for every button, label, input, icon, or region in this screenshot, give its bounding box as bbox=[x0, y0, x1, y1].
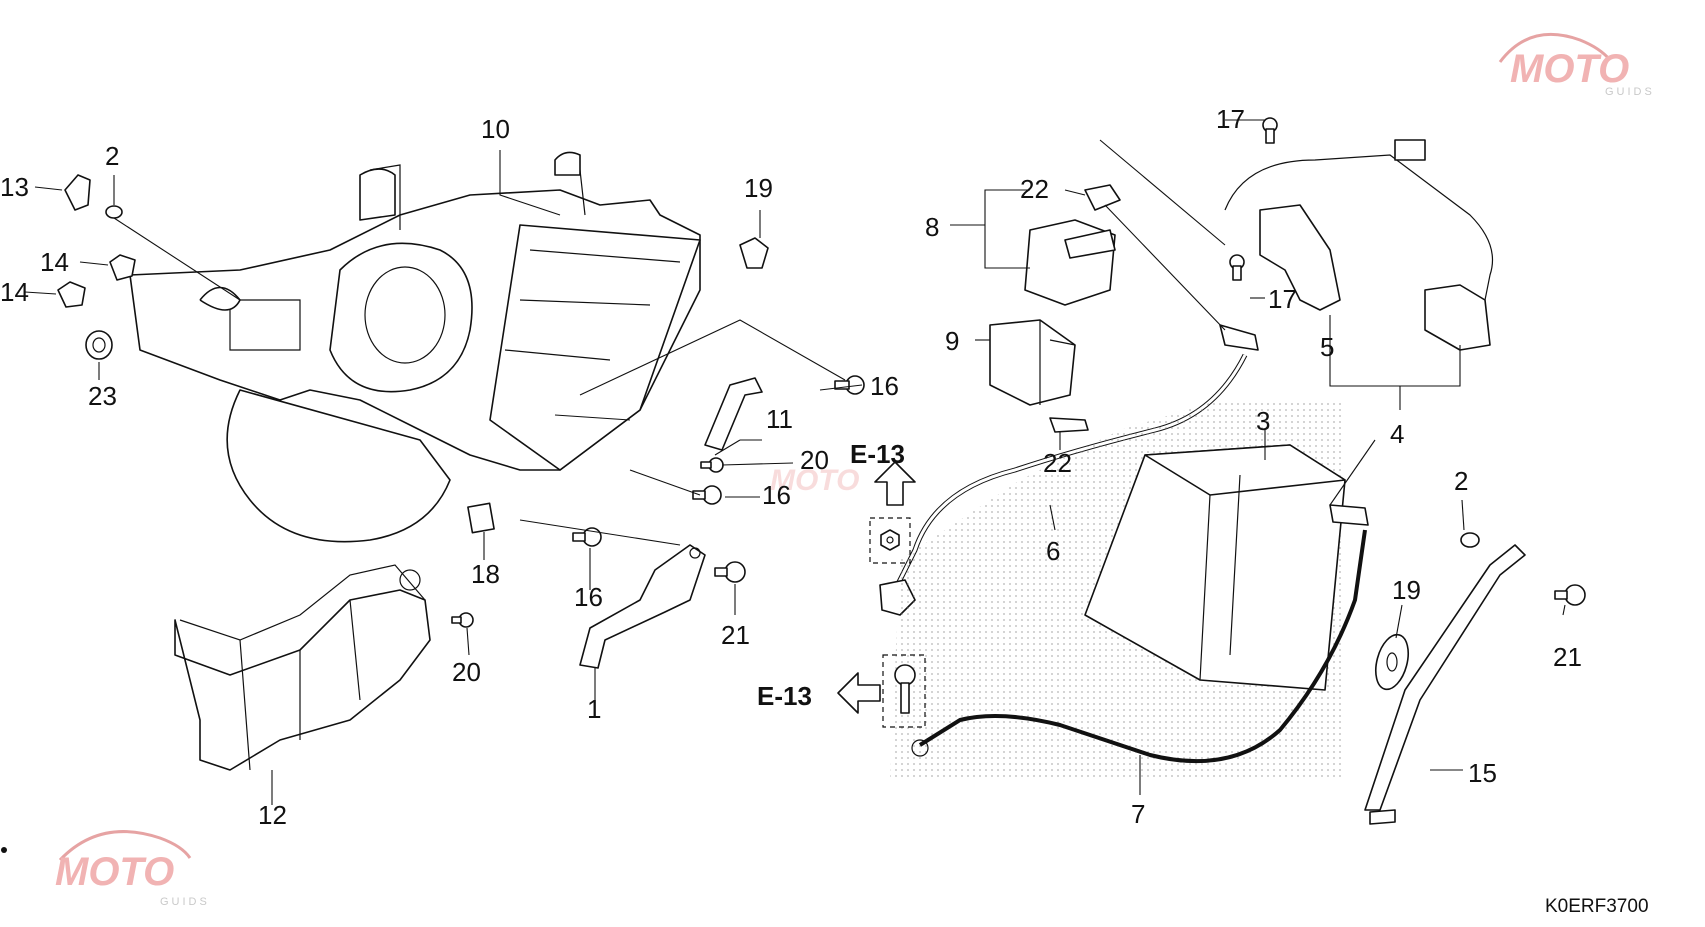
callout-9: 9 bbox=[945, 326, 959, 356]
bolt-icon bbox=[700, 457, 724, 473]
part-14-nut-lower bbox=[57, 281, 86, 308]
callout-17: 17 bbox=[1268, 284, 1297, 314]
marker-dot bbox=[1, 847, 7, 853]
callout-14: 14 bbox=[40, 247, 69, 277]
svg-text:GUIDS: GUIDS bbox=[160, 896, 210, 908]
callout-21: 21 bbox=[1553, 642, 1582, 672]
callout-18: 18 bbox=[471, 559, 500, 589]
bolt-icon bbox=[1229, 254, 1245, 281]
callout-6: 6 bbox=[1046, 536, 1060, 566]
part-22-connector-upper bbox=[1084, 184, 1121, 211]
svg-text:GUIDS: GUIDS bbox=[1605, 86, 1655, 98]
part-12-strap bbox=[1364, 544, 1526, 811]
callout-2: 2 bbox=[1454, 466, 1468, 496]
part-13-cover bbox=[174, 564, 431, 771]
arrow-up-icon bbox=[869, 461, 916, 564]
callout-23: 23 bbox=[88, 381, 117, 411]
callout-20: 20 bbox=[800, 445, 829, 475]
watermark-logo-bottom: MOTO GUIDS bbox=[55, 830, 210, 908]
nut-icon bbox=[880, 529, 900, 551]
diagram-code: K0ERF3700 bbox=[1545, 896, 1649, 917]
bolt-icon bbox=[894, 664, 916, 714]
part-10-box bbox=[129, 151, 701, 543]
callout-11: 11 bbox=[766, 404, 793, 434]
callout-17: 17 bbox=[1216, 104, 1245, 134]
bolt-icon bbox=[451, 612, 474, 628]
callout-16: 16 bbox=[574, 582, 603, 612]
part-15-washer bbox=[1374, 633, 1410, 691]
svg-text:MOTO: MOTO bbox=[1510, 47, 1629, 91]
callout-1: 1 bbox=[587, 694, 601, 724]
callout-2: 2 bbox=[105, 141, 119, 171]
arrow-left-icon bbox=[837, 654, 926, 728]
callout-22: 22 bbox=[1020, 174, 1049, 204]
callout-15: 19 bbox=[1392, 575, 1421, 605]
reference-label-up: E-13 bbox=[850, 439, 905, 469]
callout-labels: 13 2 14 14 23 10 19 16 11 20 16 16 21 1 … bbox=[0, 104, 1582, 830]
bolt-icon bbox=[1554, 584, 1586, 606]
callout-20: 20 bbox=[452, 657, 481, 687]
callout-3: 3 bbox=[1256, 406, 1270, 436]
part-5-bracket bbox=[1259, 204, 1341, 311]
part-2-grommet-left bbox=[105, 205, 123, 219]
callout-13: 12 bbox=[258, 800, 287, 830]
svg-text:MOTO: MOTO bbox=[770, 464, 859, 497]
reference-label-left: E-13 bbox=[757, 681, 812, 711]
part-9-holder bbox=[989, 319, 1076, 406]
part-8-relay bbox=[1024, 184, 1121, 306]
part-7-cable bbox=[918, 529, 1367, 764]
callout-21: 21 bbox=[721, 620, 750, 650]
part-3-battery bbox=[1084, 444, 1369, 691]
callout-7: 7 bbox=[1131, 799, 1145, 829]
leader-lines bbox=[24, 119, 1566, 805]
part-4-wire bbox=[1224, 154, 1494, 301]
watermark-logo-center: MOTO bbox=[770, 464, 859, 497]
callout-22: 22 bbox=[1043, 448, 1072, 478]
bolt-icon bbox=[692, 485, 722, 505]
part-2-grommet-right bbox=[1460, 532, 1480, 548]
callout-19: 19 bbox=[744, 173, 773, 203]
part-11-clip bbox=[704, 377, 763, 451]
watermark-logo-top: MOTO GUIDS bbox=[1498, 32, 1655, 98]
callout-10: 10 bbox=[481, 114, 510, 144]
bolt-icon bbox=[714, 561, 746, 583]
svg-text:MOTO: MOTO bbox=[55, 850, 174, 894]
part-23-grommet bbox=[85, 330, 113, 360]
part-18-pad bbox=[467, 502, 495, 534]
part-4-cover bbox=[1424, 284, 1491, 351]
bolt-icon bbox=[1262, 117, 1278, 144]
callout-8: 8 bbox=[925, 212, 939, 242]
bolt-icon bbox=[834, 375, 865, 395]
callout-16: 16 bbox=[870, 371, 899, 401]
callout-5: 5 bbox=[1320, 332, 1334, 362]
part-14-nut-upper bbox=[109, 254, 136, 281]
part-22-connector-lower bbox=[1049, 417, 1089, 433]
callout-19: 13 bbox=[0, 172, 29, 202]
part-19-clip-right bbox=[739, 237, 769, 269]
callout-14: 14 bbox=[0, 277, 29, 307]
part-19-clip-left bbox=[64, 174, 91, 211]
part-1-bracket bbox=[579, 544, 706, 669]
callout-12: 15 bbox=[1468, 758, 1497, 788]
callout-4: 4 bbox=[1390, 419, 1404, 449]
callout-16: 16 bbox=[762, 480, 791, 510]
